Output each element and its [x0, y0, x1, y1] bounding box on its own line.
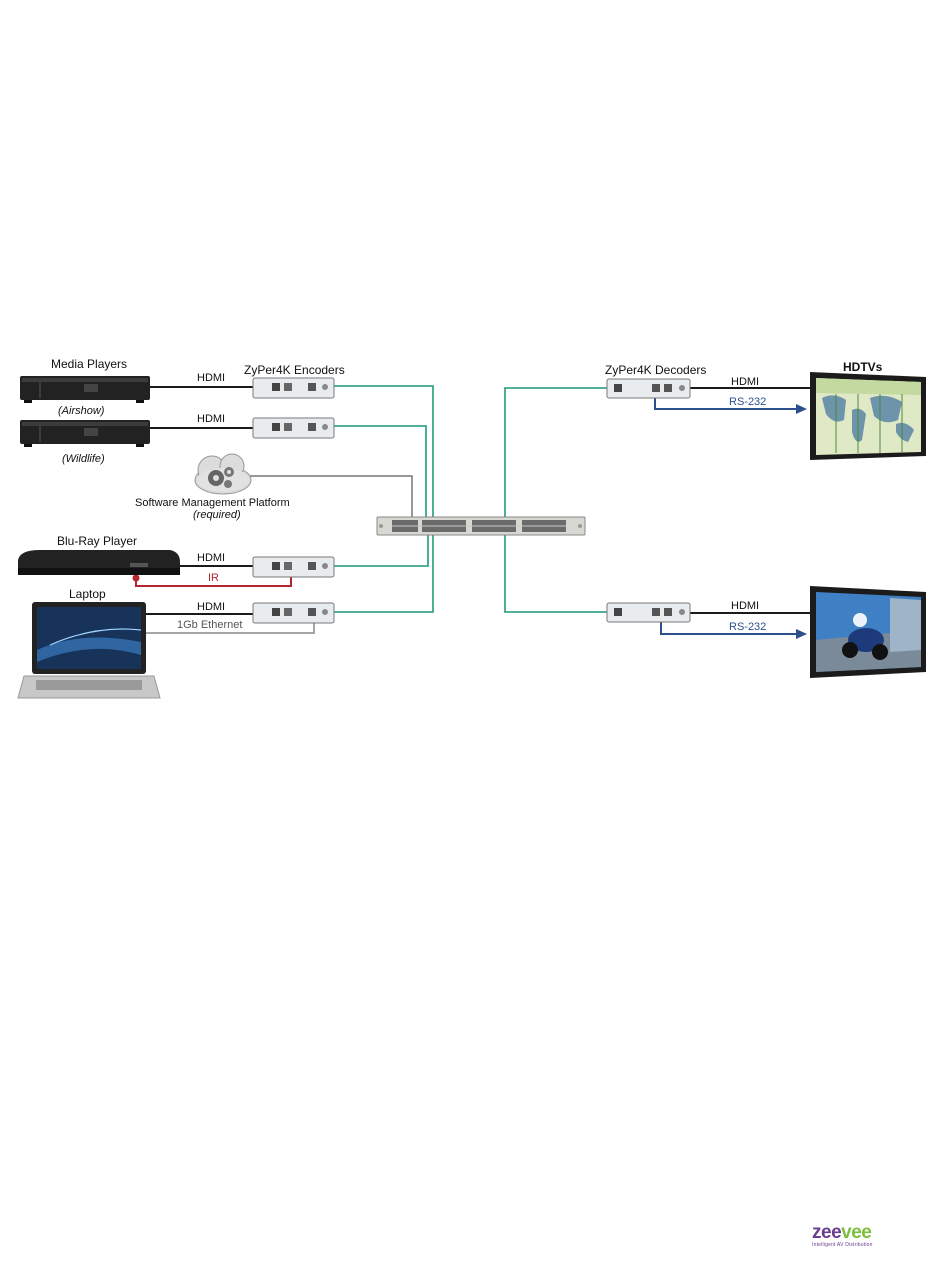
network-line-enc1 [334, 386, 433, 518]
logo-word-b: vee [841, 1222, 871, 1243]
hdmi-label-laptop: HDMI [197, 601, 225, 613]
rs232-arrows [655, 398, 798, 634]
hdmi-label-mp1: HDMI [197, 372, 225, 384]
rs232-arrow-tv1 [655, 398, 798, 409]
network-line-dec2 [505, 534, 607, 612]
hdtvs-label: HDTVs [843, 360, 882, 374]
network-lines [334, 386, 607, 612]
network-line-enc4 [334, 534, 433, 612]
hdtv-2 [810, 586, 926, 678]
rs232-label-tv1: RS-232 [729, 396, 766, 408]
bluray-label: Blu-Ray Player [57, 534, 137, 548]
encoders-label: ZyPer4K Encoders [244, 363, 345, 377]
decoders-label: ZyPer4K Decoders [605, 363, 706, 377]
hdtv-1 [810, 372, 926, 460]
network-switch [377, 517, 585, 535]
ethernet-label: 1Gb Ethernet [177, 619, 242, 631]
logo-tagline: Intelligent AV Distribution [812, 1242, 892, 1248]
hdmi-label-mp2: HDMI [197, 413, 225, 425]
airshow-label: (Airshow) [58, 405, 104, 417]
rs232-label-tv2: RS-232 [729, 621, 766, 633]
hdmi-label-tv1: HDMI [731, 376, 759, 388]
bluray-player [18, 550, 180, 575]
required-label: (required) [193, 509, 241, 521]
logo-word-a: zee [812, 1222, 841, 1243]
encoder-1 [253, 378, 334, 398]
wildlife-label: (Wildlife) [62, 453, 105, 465]
zeevee-logo: zeevee Intelligent AV Distribution [812, 1222, 892, 1252]
cloud-gear-icon [195, 454, 251, 494]
laptop [18, 602, 160, 698]
encoder-3 [253, 557, 334, 577]
encoder-2 [253, 418, 334, 438]
media-player-1 [20, 376, 150, 403]
network-line-enc3 [334, 534, 428, 566]
network-line-dec1 [505, 388, 607, 518]
media-player-2 [20, 420, 150, 447]
encoder-4 [253, 603, 334, 623]
arrowhead-tv2 [796, 629, 807, 639]
hdmi-label-tv2: HDMI [731, 600, 759, 612]
ir-label: IR [208, 572, 219, 584]
decoder-2 [607, 603, 690, 622]
media-players-label: Media Players [51, 357, 127, 371]
software-platform-label: Software Management Platform [135, 497, 290, 509]
laptop-label: Laptop [69, 587, 106, 601]
arrowhead-tv1 [796, 404, 807, 414]
decoder-1 [607, 379, 690, 398]
hdmi-label-bluray: HDMI [197, 552, 225, 564]
